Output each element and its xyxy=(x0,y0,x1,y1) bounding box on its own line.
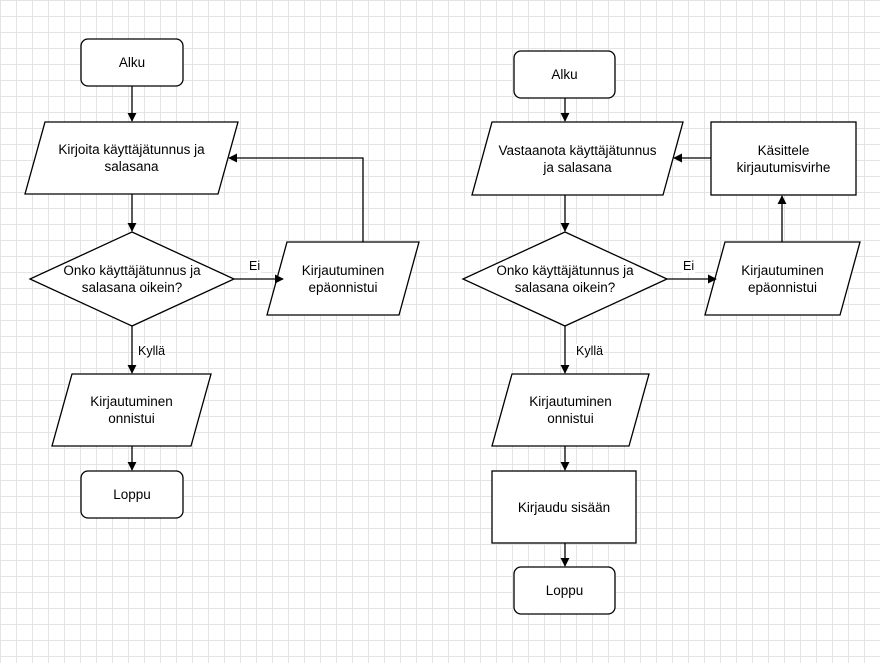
d1-input-shape[interactable] xyxy=(24,121,239,195)
d2-login-label: Kirjaudu sisään xyxy=(517,499,611,515)
d1-end-shape[interactable] xyxy=(80,470,184,519)
d2-handle-error-label: Käsittele kirjautumisvirhe xyxy=(736,142,831,175)
d1-fail-label: Kirjautuminen epäonnistui xyxy=(301,262,385,295)
d2-handle-error-shape[interactable] xyxy=(710,121,857,196)
d2-login-shape[interactable] xyxy=(491,470,637,544)
d2-edge-label-no: Ei xyxy=(682,259,696,273)
d2-decision-label: Onko käyttäjätunnus ja salasana oikein? xyxy=(496,263,634,295)
d1-input-label: Kirjoita käyttäjätunnus ja salasana xyxy=(58,142,205,174)
d2-fail-label: Kirjautuminen epäonnistui xyxy=(741,262,824,295)
d2-input-label: Vastaanota käyttäjätunnus ja salasana xyxy=(498,142,657,175)
d2-input-shape[interactable] xyxy=(471,121,684,196)
d1-decision-label: Onko käyttäjätunnus ja salasana oikein? xyxy=(63,263,201,295)
d2-end-label: Loppu xyxy=(545,583,584,598)
d2-end-shape[interactable] xyxy=(513,566,616,615)
d1-edge-label-no: Ei xyxy=(248,259,262,273)
d2-start-label: Alku xyxy=(551,67,578,82)
d1-end-label: Loppu xyxy=(113,487,151,502)
d1-start-label: Alku xyxy=(118,55,146,70)
d1-edge-label-yes: Kyllä xyxy=(137,344,167,358)
d1-fail-shape[interactable] xyxy=(266,241,420,316)
d1-edge-fail-input xyxy=(228,153,364,242)
d1-success-label: Kirjautuminen onnistui xyxy=(90,394,173,426)
d2-edge-label-yes: Kyllä xyxy=(575,344,605,358)
d2-success-label: Kirjautuminen onnistui xyxy=(529,394,612,426)
d1-success-shape[interactable] xyxy=(51,373,212,447)
d2-success-shape[interactable] xyxy=(491,373,650,447)
d2-fail-shape[interactable] xyxy=(704,241,861,316)
